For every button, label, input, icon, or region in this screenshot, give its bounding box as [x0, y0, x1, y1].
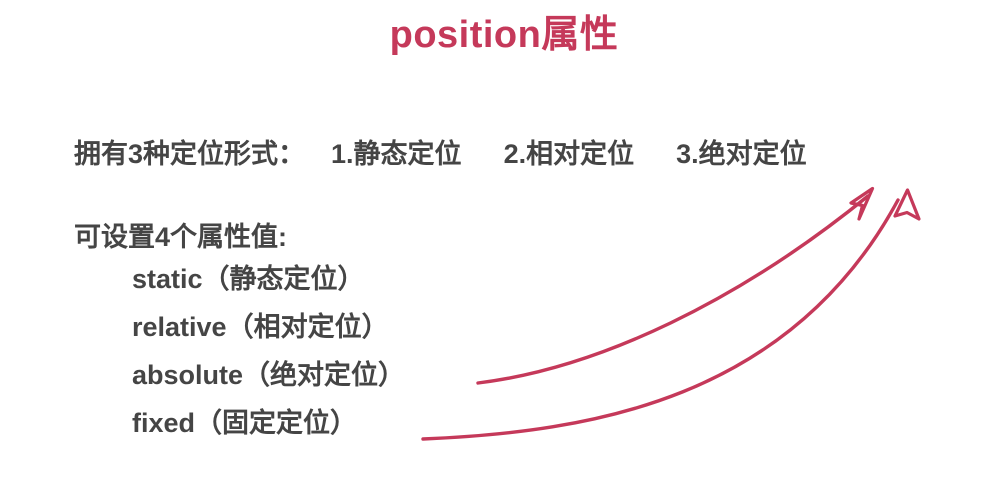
value-item-fixed: fixed（固定定位）	[132, 408, 358, 438]
values-heading: 可设置4个属性值:	[74, 222, 288, 252]
value-item-absolute: absolute（绝对定位）	[132, 360, 406, 390]
value-item-relative: relative（相对定位）	[132, 312, 389, 342]
positioning-form-2: 2.相对定位	[503, 139, 635, 169]
positioning-form-3: 3.绝对定位	[676, 139, 807, 169]
value-item-static: static（静态定位）	[132, 264, 365, 294]
absolute-arrow-curve	[476, 194, 870, 385]
values-list: static（静态定位） relative（相对定位） absolute（绝对定…	[132, 266, 405, 458]
absolute-to-juedui-arrow	[476, 186, 875, 385]
page-title: position属性	[389, 14, 619, 56]
absolute-arrow-head	[849, 186, 875, 221]
fixed-arrow-curve	[421, 198, 900, 441]
positioning-form-1: 1.静态定位	[331, 139, 462, 169]
positioning-forms-line: 拥有3种定位形式： 1.静态定位 2.相对定位 3.绝对定位	[74, 136, 807, 172]
fixed-arrow-head	[893, 188, 921, 221]
positioning-forms-lead: 拥有3种定位形式：	[74, 139, 306, 169]
fixed-to-juedui-arrow	[421, 188, 921, 441]
